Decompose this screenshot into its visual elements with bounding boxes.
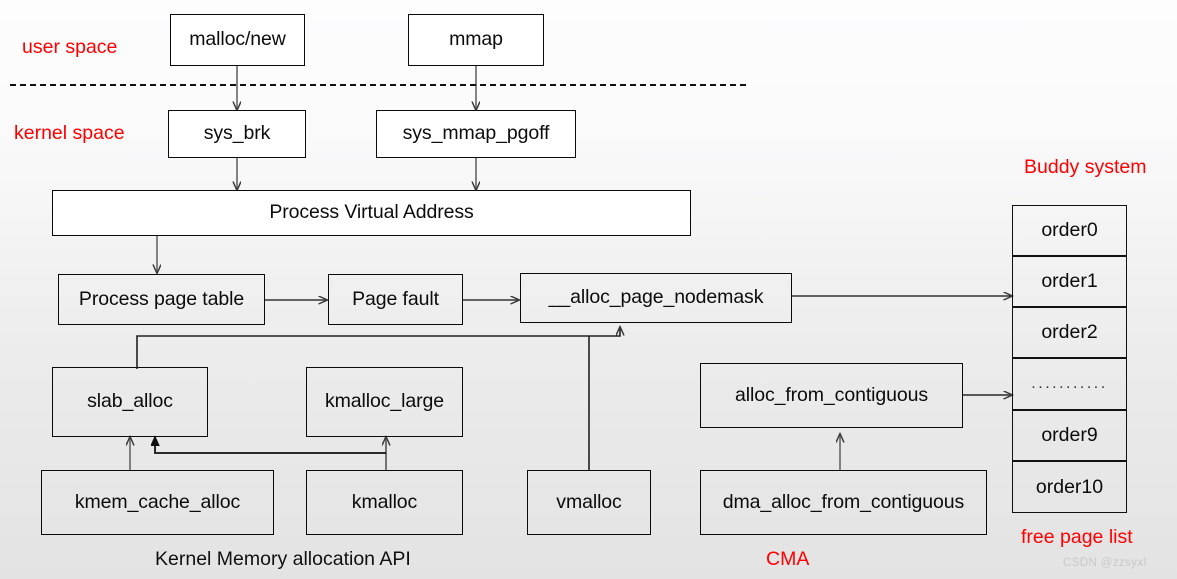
node-malloc-new[interactable]: malloc/new	[170, 14, 305, 66]
label-free-page-list: free page list	[1021, 526, 1133, 548]
watermark-text: CSDN @zzsyxl	[1063, 557, 1147, 569]
user-kernel-separator	[10, 84, 746, 86]
buddy-cell-order1[interactable]: order1	[1012, 256, 1127, 307]
node-slab-alloc[interactable]: slab_alloc	[52, 367, 208, 437]
node-kmalloc-large[interactable]: kmalloc_large	[306, 367, 463, 437]
node-mmap[interactable]: mmap	[408, 14, 544, 66]
node-sys-mmap-pgoff[interactable]: sys_mmap_pgoff	[376, 110, 576, 158]
node-page-fault[interactable]: Page fault	[328, 274, 463, 325]
buddy-cell-order0[interactable]: order0	[1012, 205, 1127, 256]
node-alloc-page-nodemask[interactable]: __alloc_page_nodemask	[520, 273, 792, 323]
node-dma-alloc-from-contiguous[interactable]: dma_alloc_from_contiguous	[700, 470, 987, 535]
label-buddy-system: Buddy system	[1024, 156, 1147, 178]
buddy-cell-ellipsis[interactable]: ...........	[1012, 358, 1127, 410]
label-user-space: user space	[22, 36, 118, 58]
buddy-cell-order9[interactable]: order9	[1012, 410, 1127, 461]
node-sys-brk[interactable]: sys_brk	[168, 110, 306, 158]
buddy-cell-order10[interactable]: order10	[1012, 461, 1127, 513]
node-process-page-table[interactable]: Process page table	[58, 274, 265, 325]
node-vmalloc[interactable]: vmalloc	[527, 470, 651, 535]
buddy-cell-order2[interactable]: order2	[1012, 307, 1127, 358]
wire-slaballoc-to-allocpage	[136, 327, 620, 369]
node-alloc-from-contiguous[interactable]: alloc_from_contiguous	[700, 363, 963, 428]
label-kernel-memory-api: Kernel Memory allocation API	[155, 548, 411, 570]
node-kmalloc[interactable]: kmalloc	[306, 470, 463, 535]
label-cma: CMA	[766, 548, 810, 570]
node-process-virtual-address[interactable]: Process Virtual Address	[52, 190, 691, 236]
wire-kmalloc-to-slaballoc	[155, 437, 386, 454]
node-kmem-cache-alloc[interactable]: kmem_cache_alloc	[41, 470, 274, 535]
label-kernel-space: kernel space	[14, 122, 125, 144]
